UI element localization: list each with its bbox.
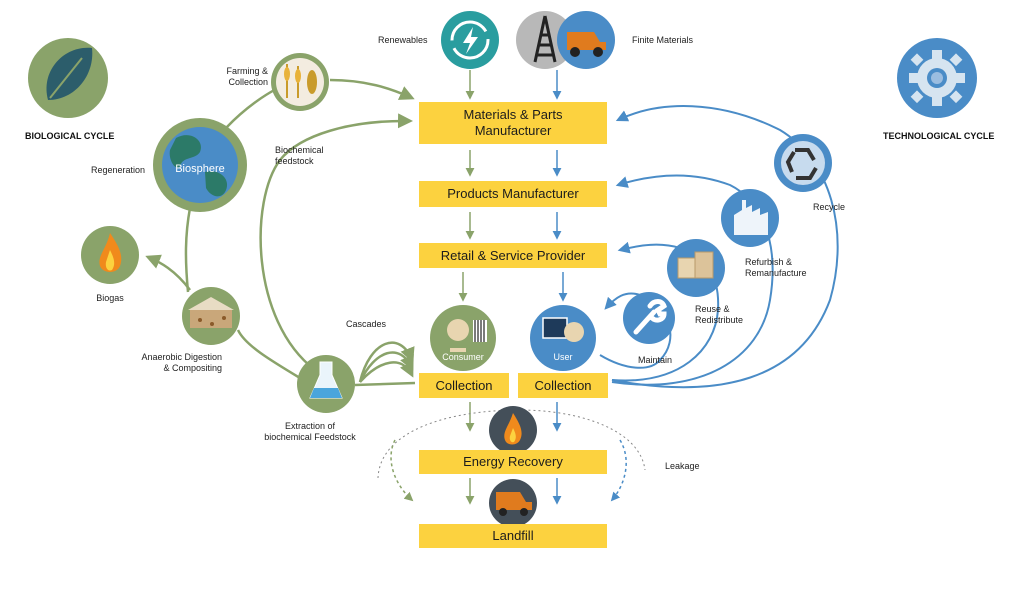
feedstock-to-materials-arrow bbox=[259, 113, 413, 371]
collection-to-extraction-line bbox=[354, 381, 416, 387]
flask-icon bbox=[297, 355, 355, 413]
user-label: User bbox=[553, 352, 573, 362]
biogas-icon bbox=[81, 226, 139, 284]
collection-tech-box: Collection bbox=[518, 373, 608, 398]
maintain-label: Maintain bbox=[638, 355, 673, 365]
factory-icon bbox=[721, 189, 779, 247]
green-vertical-arrows bbox=[458, 70, 475, 505]
retail-service-box: Retail & Service Provider bbox=[419, 243, 607, 268]
refurbish-label: Refurbish & Remanufacture bbox=[745, 257, 807, 278]
biogas-label: Biogas bbox=[96, 293, 124, 303]
retail-service-label: Retail & Service Provider bbox=[440, 247, 586, 263]
collection-tech-label: Collection bbox=[534, 377, 592, 393]
landfill-box: Landfill bbox=[419, 524, 607, 548]
leakage-left-arrow bbox=[390, 439, 414, 502]
finite-materials-label: Finite Materials bbox=[632, 35, 694, 45]
materials-manufacturer-box: Materials & Parts Manufacturer bbox=[419, 102, 607, 144]
biosphere-label: Biosphere bbox=[175, 163, 225, 175]
biological-cycle-icon bbox=[28, 38, 108, 118]
cascade-loop-1 bbox=[358, 341, 415, 383]
renewables-icon bbox=[441, 11, 499, 69]
leakage-right-arrow bbox=[610, 439, 627, 502]
biosphere-icon bbox=[153, 118, 247, 212]
farming-to-materials-arrow bbox=[329, 78, 415, 100]
biological-cycle-title: BIOLOGICAL CYCLE bbox=[25, 131, 115, 141]
technological-cycle-icon bbox=[897, 38, 977, 118]
refurbish-loop bbox=[611, 174, 774, 386]
products-manufacturer-box: Products Manufacturer bbox=[419, 181, 607, 207]
energy-recovery-box: Energy Recovery bbox=[419, 450, 607, 474]
reuse-label: Reuse & Redistribute bbox=[695, 304, 744, 325]
cascade-loop-2 bbox=[358, 351, 414, 383]
cascades-label: Cascades bbox=[346, 319, 387, 329]
extraction-label: Extraction of biochemical Feedstock bbox=[264, 421, 356, 442]
farming-icon bbox=[271, 53, 329, 111]
compost-icon bbox=[182, 287, 240, 345]
biochemical-feedstock-label: Biochemical feedstock bbox=[275, 145, 324, 166]
energy-recovery-icon bbox=[489, 406, 537, 454]
oil-rig-icon bbox=[516, 11, 574, 69]
recycle-loop bbox=[611, 105, 839, 389]
cascade-loop-3 bbox=[359, 360, 414, 383]
consumer-icon bbox=[430, 305, 496, 371]
landfill-label: Landfill bbox=[492, 528, 534, 543]
materials-manufacturer-label: Materials & Parts Manufacturer bbox=[463, 107, 563, 138]
consumer-label: Consumer bbox=[442, 352, 484, 362]
products-manufacturer-label: Products Manufacturer bbox=[447, 186, 579, 201]
landfill-truck-icon bbox=[489, 479, 537, 527]
mining-truck-icon bbox=[557, 11, 615, 69]
farming-label: Farming & Collection bbox=[226, 66, 268, 87]
extraction-to-anaerobic-arc bbox=[236, 329, 301, 380]
wrench-icon bbox=[623, 292, 675, 344]
anaerobic-to-biogas-arrow bbox=[145, 254, 191, 291]
anaerobic-to-biosphere-arc bbox=[184, 207, 192, 293]
renewables-label: Renewables bbox=[378, 35, 428, 45]
technological-cycle-title: TECHNOLOGICAL CYCLE bbox=[883, 131, 995, 141]
leakage-label: Leakage bbox=[665, 461, 700, 471]
biological-flows bbox=[145, 78, 416, 387]
collection-bio-box: Collection bbox=[419, 373, 509, 398]
collection-bio-label: Collection bbox=[435, 377, 493, 393]
energy-recovery-label: Energy Recovery bbox=[463, 454, 563, 469]
user-icon bbox=[530, 305, 596, 371]
boxes-icon bbox=[667, 239, 725, 297]
regeneration-label: Regeneration bbox=[91, 165, 146, 175]
blue-vertical-arrows bbox=[552, 70, 568, 505]
anaerobic-label: Anaerobic Digestion & Compositing bbox=[141, 352, 222, 373]
recycle-icon bbox=[774, 134, 832, 192]
recycle-label: Recycle bbox=[813, 202, 846, 212]
